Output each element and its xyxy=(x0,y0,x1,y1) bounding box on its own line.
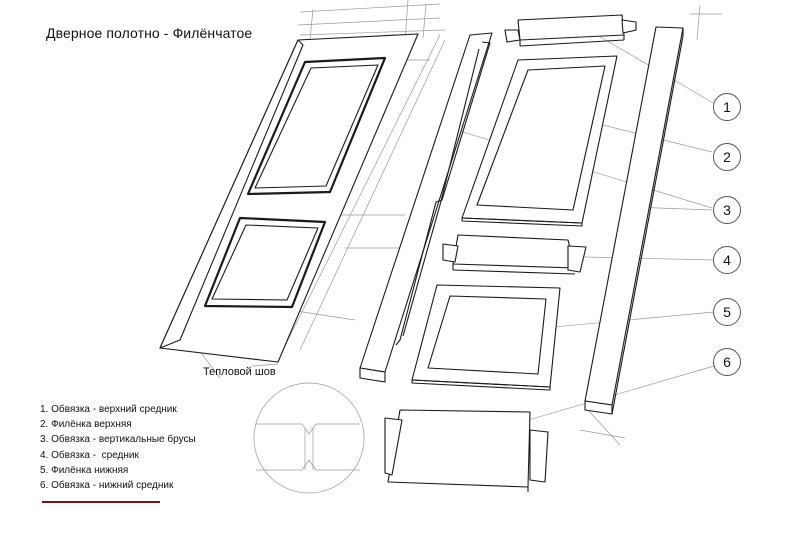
bottom-rail xyxy=(384,409,549,492)
callout-3: 3 xyxy=(713,196,741,224)
middle-rail xyxy=(442,234,587,275)
thermal-seam-detail xyxy=(253,382,365,494)
legend-item-1: 1. Обвязка - верхний средник xyxy=(40,404,177,415)
callout-1: 1 xyxy=(713,93,741,121)
legend-underline xyxy=(42,501,160,503)
thermal-seam-label: Тепловой шов xyxy=(203,366,276,378)
legend-item-6: 6. Обвязка - нижний средник xyxy=(40,480,174,492)
diagram-title: Дверное полотно - Филёнчатое xyxy=(46,25,253,41)
legend: 1. Обвязка - верхний средник 2. Филёнка … xyxy=(40,402,196,493)
callout-6: 6 xyxy=(713,348,741,376)
lower-panel xyxy=(411,284,561,391)
legend-item-3: 3. Обвязка - вертикальные брусы xyxy=(40,434,196,446)
legend-item-2: 2. Филёнка верхняя xyxy=(40,419,132,431)
assembled-door xyxy=(159,33,419,363)
callout-2: 2 xyxy=(713,143,741,171)
top-rail xyxy=(504,14,637,47)
left-stile xyxy=(359,32,493,383)
legend-item-4: 4. Обвязка - средник xyxy=(40,449,139,461)
right-stile xyxy=(584,26,684,415)
callout-5: 5 xyxy=(713,298,741,326)
upper-panel xyxy=(461,55,618,227)
callout-4: 4 xyxy=(713,246,741,274)
legend-item-5: 5. Филёнка нижняя xyxy=(40,464,129,476)
